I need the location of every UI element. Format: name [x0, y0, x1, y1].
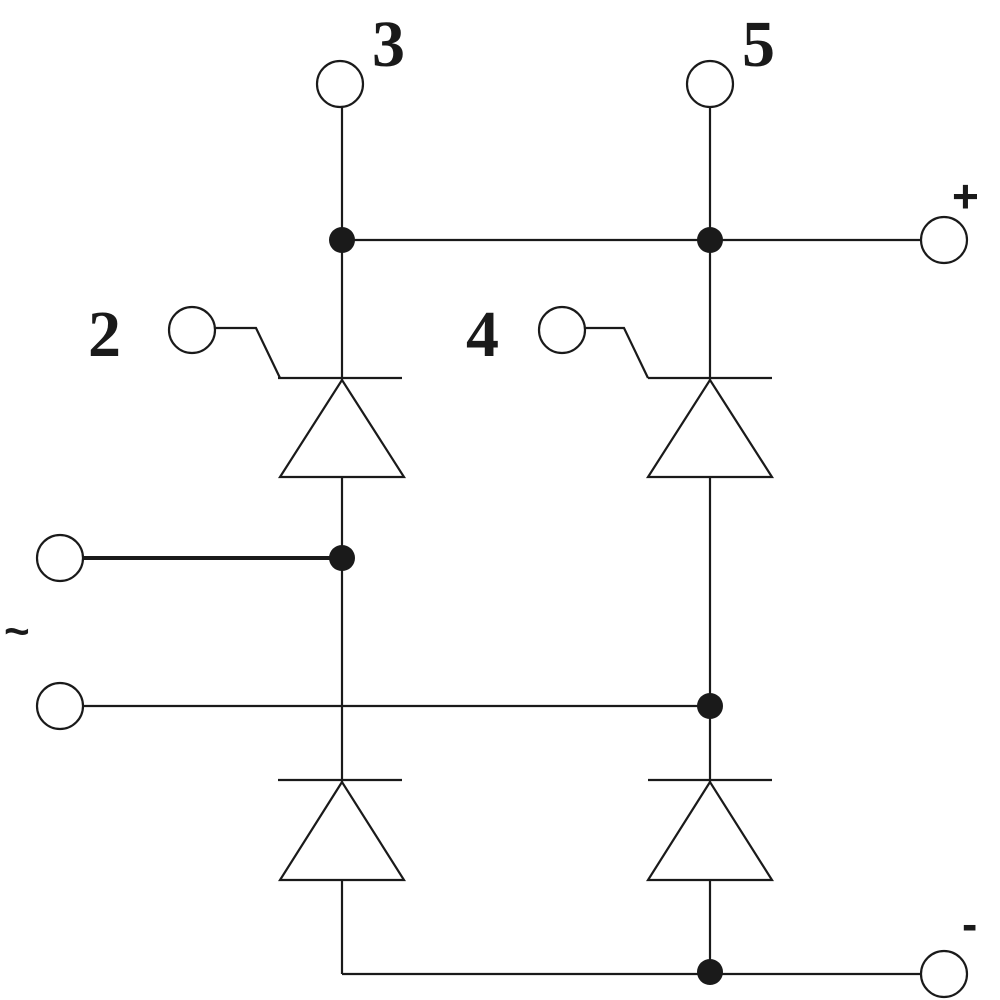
terminal-ac-2 [35, 681, 85, 731]
label-plus: + [952, 170, 979, 222]
terminal-4 [537, 305, 587, 355]
label-4: 4 [466, 298, 499, 371]
diode-bottom-right [646, 778, 774, 882]
gate-lead-2 [216, 326, 281, 379]
terminal-3 [315, 59, 365, 109]
label-5: 5 [742, 8, 775, 81]
junction-dot [329, 545, 355, 571]
label-3: 3 [372, 8, 405, 81]
label-minus: - [962, 898, 977, 950]
terminal-2 [167, 305, 217, 355]
thyristor-top-right [645, 376, 775, 479]
label-2: 2 [88, 298, 121, 371]
junction-dot [697, 959, 723, 985]
thyristor-top-left [277, 376, 407, 479]
junction-dot [329, 227, 355, 253]
terminal-5 [685, 59, 735, 109]
diode-bottom-left [278, 778, 406, 882]
label-ac: ~ [4, 607, 30, 656]
terminal-minus [919, 949, 969, 999]
gate-lead-4 [586, 326, 649, 379]
terminal-ac-1 [35, 533, 85, 583]
terminal-plus [919, 215, 969, 265]
junction-dot [697, 227, 723, 253]
junction-dot [697, 693, 723, 719]
